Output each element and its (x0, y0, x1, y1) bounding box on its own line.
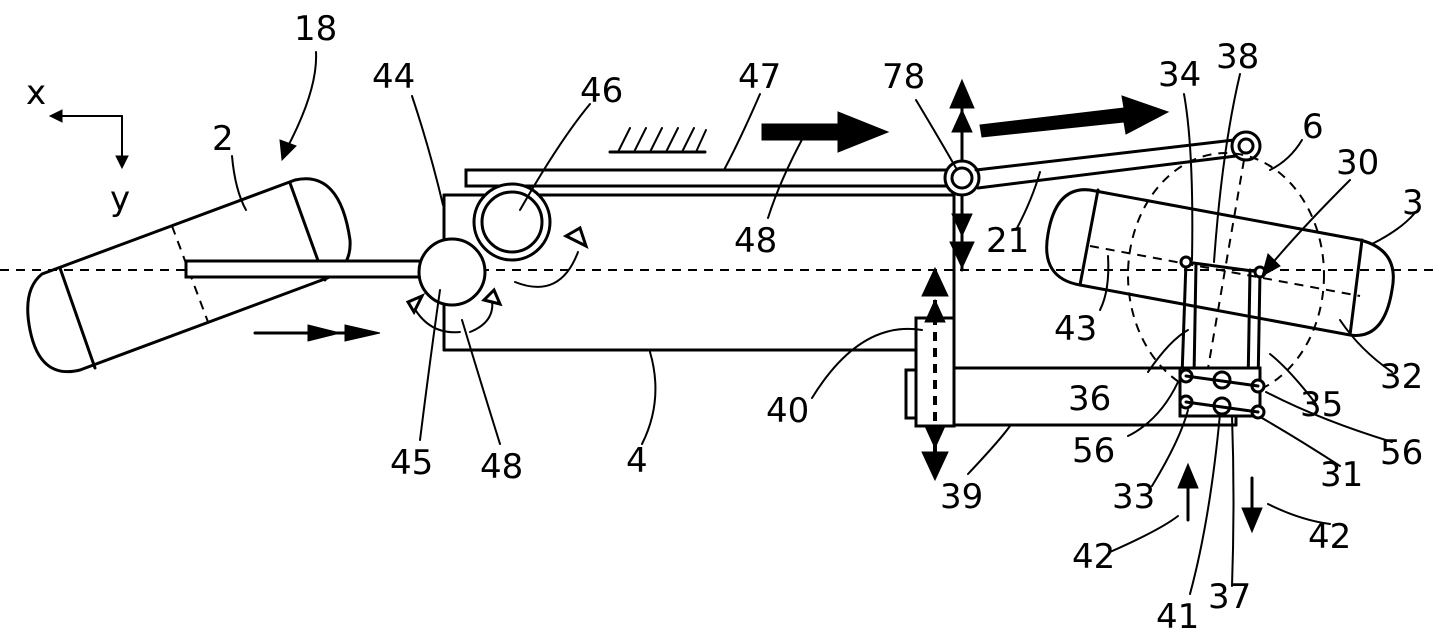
label-41: 41 (1156, 597, 1199, 637)
right-tank (1045, 188, 1395, 337)
label-31: 31 (1320, 455, 1363, 495)
label-38: 38 (1216, 37, 1259, 77)
axis-x-label: x (26, 73, 46, 113)
label-56-right: 56 (1380, 433, 1423, 473)
rotation-arrows (405, 225, 589, 334)
label-37: 37 (1208, 577, 1251, 617)
vertical-arrow-40 (921, 266, 949, 482)
label-40: 40 (766, 391, 809, 431)
arm-21 (974, 130, 1262, 190)
axis-y-label: y (110, 179, 130, 219)
pivot-78 (943, 78, 981, 272)
label-39: 39 (940, 477, 983, 517)
label-48-top: 48 (734, 221, 777, 261)
label-78: 78 (882, 57, 925, 97)
label-18: 18 (294, 9, 337, 49)
joint-plate (1178, 366, 1266, 420)
coordinate-axes: x y (26, 73, 130, 219)
label-4: 4 (626, 441, 648, 481)
left-tank-rod (184, 259, 430, 279)
label-42-left: 42 (1072, 537, 1115, 577)
label-2: 2 (212, 119, 234, 159)
feed-arrows (253, 324, 381, 342)
transport-arrow-right (979, 95, 1170, 138)
label-42-right: 42 (1308, 517, 1351, 557)
label-34: 34 (1158, 55, 1201, 95)
label-47: 47 (738, 57, 781, 97)
label-3: 3 (1402, 183, 1424, 223)
reference-numerals: 18 44 46 47 78 34 38 6 30 3 2 21 48 43 3… (212, 9, 1424, 637)
pivot-ball (417, 237, 487, 307)
arrows-42 (1177, 462, 1263, 534)
label-36: 36 (1068, 379, 1111, 419)
roller-outer (472, 182, 552, 262)
label-45: 45 (390, 443, 433, 483)
label-6: 6 (1302, 107, 1324, 147)
roller-inner (480, 190, 544, 254)
label-48-bottom: 48 (480, 447, 523, 487)
label-21: 21 (986, 221, 1029, 261)
label-30: 30 (1336, 143, 1379, 183)
label-56-left: 56 (1072, 431, 1115, 471)
label-43: 43 (1054, 309, 1097, 349)
dashed-link (1205, 159, 1245, 381)
transport-arrow-top (761, 111, 890, 153)
label-32: 32 (1380, 357, 1423, 397)
leader-lines (231, 51, 1415, 595)
label-33: 33 (1112, 477, 1155, 517)
label-44: 44 (372, 57, 415, 97)
label-46: 46 (580, 71, 623, 111)
label-35: 35 (1300, 385, 1343, 425)
comb-element (608, 127, 707, 154)
